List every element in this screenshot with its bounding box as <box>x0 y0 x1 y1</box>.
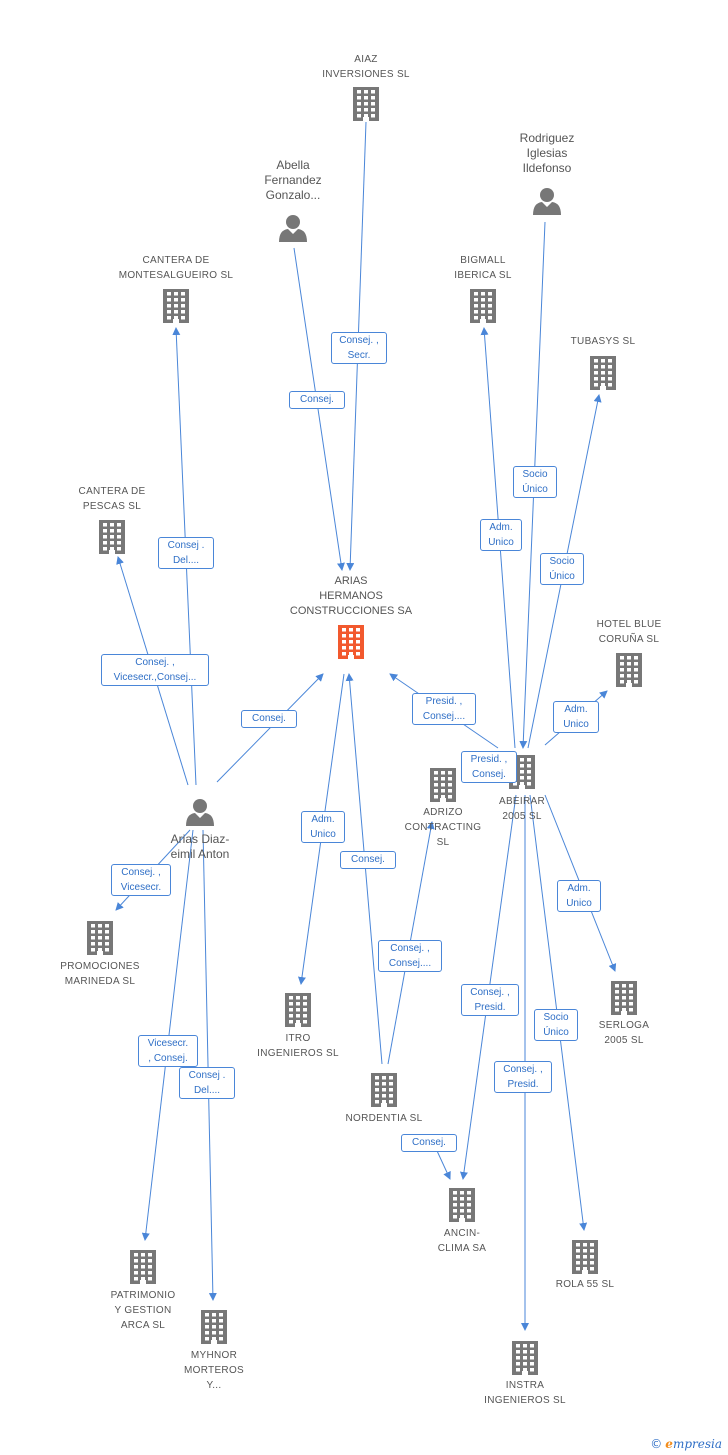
person-icon-arias_diaz[interactable] <box>186 799 214 826</box>
node-label-tubasys[interactable]: TUBASYS SL <box>570 336 636 347</box>
edge-label-arias_diaz-arias_hermanos[interactable]: Consej. <box>241 710 297 728</box>
node-label-ancin[interactable]: ANCIN- CLIMA SA <box>437 1228 487 1254</box>
edge-arias_diaz-arias_hermanos <box>216 673 324 783</box>
edge-label-abeirar-ancin[interactable]: Consej. , Presid. <box>461 984 519 1016</box>
node-label-bigmall[interactable]: BIGMALL IBERICA SL <box>454 255 512 281</box>
edge-label-arias_diaz-cantera_pescas[interactable]: Consej. , Vicesecr.,Consej... <box>101 654 209 686</box>
node-label-hotel_blue[interactable]: HOTEL BLUE CORUÑA SL <box>596 619 662 645</box>
node-label-adrizo[interactable]: ADRIZO CONTRACTING SL <box>404 807 482 848</box>
person-icon-abella[interactable] <box>279 215 307 242</box>
node-label-mythnor[interactable]: MYHNOR MORTEROS Y... <box>184 1350 244 1391</box>
empresia-logo[interactable]: ©empresia <box>650 1437 722 1451</box>
node-label-rola[interactable]: ROLA 55 SL <box>555 1279 615 1290</box>
edge-label-arias_diaz-cantera_mont[interactable]: Consej . Del.... <box>158 537 214 569</box>
edge-label-abeirar-arias_hermanos[interactable]: Presid. , Consej.... <box>412 693 476 725</box>
edge-label-nordentia-arias_hermanos[interactable]: Consej. <box>340 851 396 869</box>
node-label-serloga[interactable]: SERLOGA 2005 SL <box>598 1020 650 1046</box>
edge-label-arias_diaz-mythnor[interactable]: Consej . Del.... <box>179 1067 235 1099</box>
node-label-promociones[interactable]: PROMOCIONES MARINEDA SL <box>60 961 140 987</box>
building-icon-hotel_blue[interactable] <box>616 653 642 687</box>
edge-label-arias_diaz-patrimonio[interactable]: Vicesecr. , Consej. <box>138 1035 198 1067</box>
edge-label-abeirar-tubasys[interactable]: Socio Único <box>540 553 584 585</box>
person-icon-rodriguez[interactable] <box>533 188 561 215</box>
building-icon-rola[interactable] <box>572 1240 598 1274</box>
node-label-cantera_pescas[interactable]: CANTERA DE PESCAS SL <box>78 486 146 512</box>
edge-arias_diaz-mythnor <box>202 829 217 1301</box>
building-icon-abeirar[interactable] <box>509 755 535 789</box>
building-icon-ancin[interactable] <box>449 1188 475 1222</box>
building-icon-arias_hermanos[interactable] <box>338 625 364 659</box>
building-icon-serloga[interactable] <box>611 981 637 1015</box>
building-icon-tubasys[interactable] <box>590 356 616 390</box>
node-label-itro[interactable]: ITRO INGENIEROS SL <box>257 1033 339 1059</box>
edge-label-abeirar-hotel_blue[interactable]: Adm. Unico <box>553 701 599 733</box>
building-icon-aiaz[interactable] <box>353 87 379 121</box>
icons-layer <box>87 87 642 1375</box>
node-label-abeirar[interactable]: ABEIRAR 2005 SL <box>498 796 546 822</box>
node-label-nordentia[interactable]: NORDENTIA SL <box>345 1113 423 1124</box>
building-icon-patrimonio[interactable] <box>130 1250 156 1284</box>
node-label-arias_diaz[interactable]: Arias Diaz- eimil Anton <box>170 832 230 861</box>
copyright-symbol: © <box>650 1437 663 1451</box>
building-icon-cantera_pescas[interactable] <box>99 520 125 554</box>
building-icon-promociones[interactable] <box>87 921 113 955</box>
building-icon-nordentia[interactable] <box>371 1073 397 1107</box>
edge-label-abeirar-abeirar_self[interactable]: Presid. , Consej. <box>461 751 517 783</box>
edge-abella-arias_hermanos <box>293 247 345 571</box>
brand-text: mpresia <box>672 1437 722 1451</box>
edge-label-abeirar-rola[interactable]: Socio Único <box>534 1009 578 1041</box>
building-icon-mythnor[interactable] <box>201 1310 227 1344</box>
building-icon-instra[interactable] <box>512 1341 538 1375</box>
node-label-abella[interactable]: Abella Fernandez Gonzalo... <box>264 158 322 202</box>
building-icon-cantera_mont[interactable] <box>163 289 189 323</box>
edge-label-abeirar-bigmall[interactable]: Adm. Unico <box>480 519 522 551</box>
edge-label-rodriguez-abeirar[interactable]: Socio Único <box>513 466 557 498</box>
edge-label-abeirar-serloga[interactable]: Adm. Unico <box>557 880 601 912</box>
edge-label-abeirar-instra[interactable]: Consej. , Presid. <box>494 1061 552 1093</box>
node-label-instra[interactable]: INSTRA INGENIEROS SL <box>484 1380 566 1406</box>
edge-label-aiaz-arias_hermanos[interactable]: Consej. , Secr. <box>331 332 387 364</box>
edge-label-arias_diaz-promociones[interactable]: Consej. , Vicesecr. <box>111 864 171 896</box>
building-icon-bigmall[interactable] <box>470 289 496 323</box>
building-icon-itro[interactable] <box>285 993 311 1027</box>
node-label-aiaz[interactable]: AIAZ INVERSIONES SL <box>322 54 410 80</box>
node-label-rodriguez[interactable]: Rodriguez Iglesias Ildefonso <box>519 131 575 175</box>
edge-label-nordentia-ancin[interactable]: Consej. <box>401 1134 457 1152</box>
node-label-arias_hermanos[interactable]: ARIAS HERMANOS CONSTRUCCIONES SA <box>289 575 413 617</box>
brand-initial: e <box>665 1437 673 1451</box>
node-label-cantera_mont[interactable]: CANTERA DE MONTESALGUEIRO SL <box>118 255 234 281</box>
edge-label-nordentia-adrizo[interactable]: Consej. , Consej.... <box>378 940 442 972</box>
building-icon-adrizo[interactable] <box>430 768 456 802</box>
edge-label-arias_hermanos-itro[interactable]: Adm. Unico <box>301 811 345 843</box>
edges-layer <box>115 121 617 1331</box>
edge-label-abella-arias_hermanos[interactable]: Consej. <box>289 391 345 409</box>
edge-nordentia-arias_hermanos <box>345 673 383 1065</box>
node-label-patrimonio[interactable]: PATRIMONIO Y GESTION ARCA SL <box>110 1290 176 1331</box>
